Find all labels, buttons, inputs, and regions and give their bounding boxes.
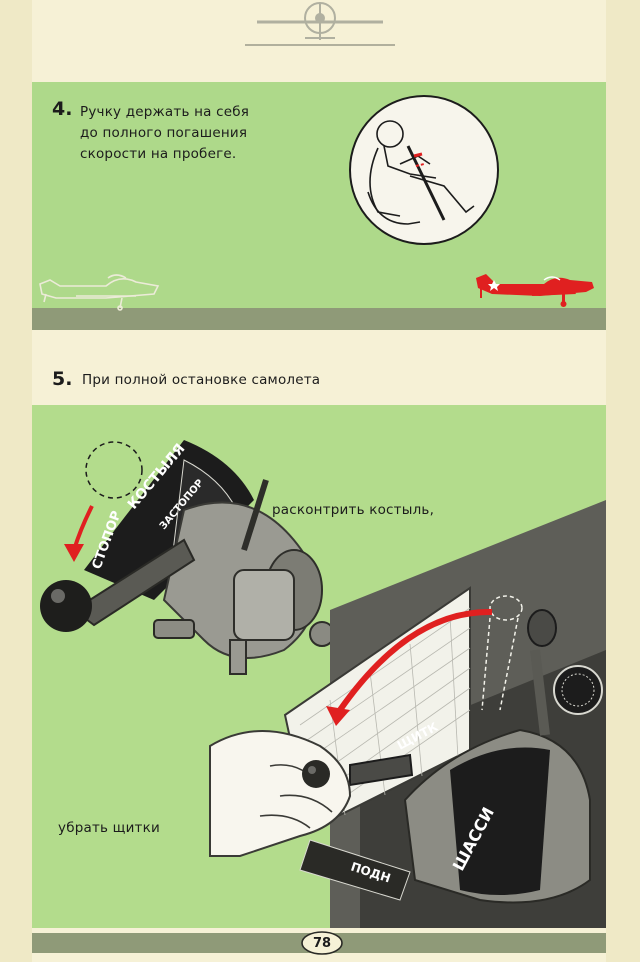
runway-ground-strip <box>32 308 606 330</box>
header-airplane-emblem <box>245 2 395 46</box>
step5-instruction: При полной остановке самолета <box>82 372 321 388</box>
page-margin-left <box>0 0 32 962</box>
step4-instruction: Ручку держать на себя до полного погашен… <box>80 104 250 162</box>
pilot-holding-stick-illustration <box>349 95 499 245</box>
step5-number: 5. <box>52 368 73 390</box>
page-number-oval <box>301 931 343 955</box>
label-unlock-tailwheel: расконтрить костыль, <box>272 502 435 518</box>
page-number: 78 <box>312 936 332 951</box>
landing-plane-outline <box>39 274 160 311</box>
page-margin-right <box>606 0 640 962</box>
red-airplane-icon <box>476 274 594 307</box>
step4-number: 4. <box>52 98 73 120</box>
tailwheel-lock-lever-illustration: КОСТЫЛЯ ЗАСТОПОР СТОПОР <box>40 440 335 675</box>
label-retract-flaps: убрать щитки <box>58 820 160 836</box>
hand-on-flap-lever-illustration <box>209 730 352 857</box>
